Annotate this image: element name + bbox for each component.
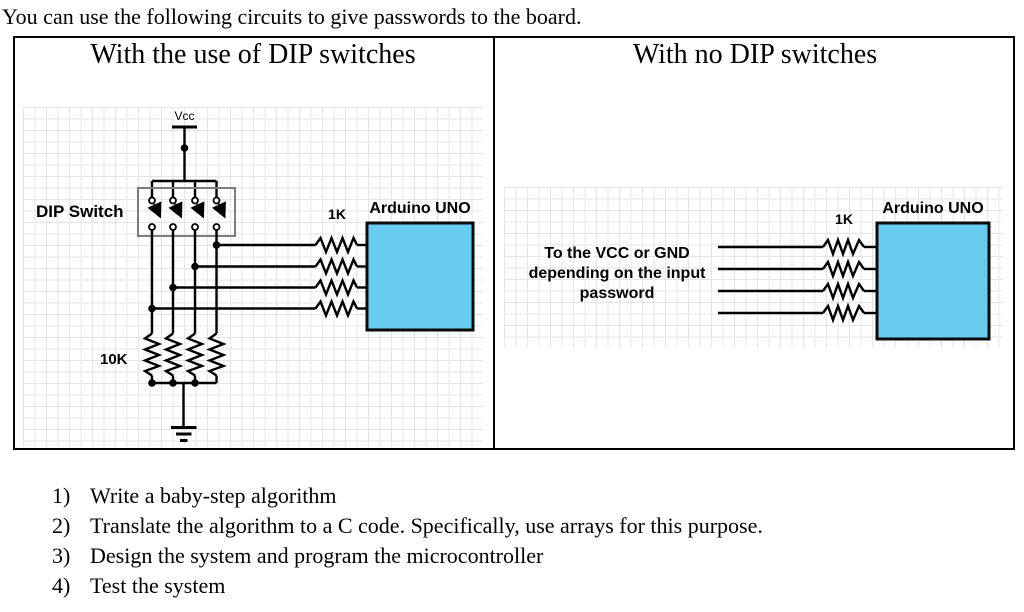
resistor — [314, 298, 359, 319]
vcc-symbol — [172, 125, 197, 181]
resistor — [822, 280, 865, 302]
arduino-box — [365, 221, 475, 332]
resistor — [141, 332, 163, 377]
comparison-table — [13, 36, 1015, 450]
arduino-label-right: Arduino UNO — [882, 200, 984, 217]
switch-output-wires — [150, 230, 218, 334]
dip-switch-label: DIP Switch — [36, 202, 124, 221]
series-resistors-right — [822, 236, 877, 324]
list-item: 2) Translate the algorithm to a C code. S… — [52, 511, 763, 541]
switch-pole — [190, 196, 205, 231]
annotation-line: depending on the input — [528, 265, 706, 282]
series-resistor-label-left: 1K — [328, 206, 346, 222]
list-item-text: Design the system and program the microc… — [90, 543, 544, 568]
resistor — [822, 258, 865, 280]
page-title: You can use the following circuits to gi… — [2, 4, 582, 29]
table-column-divider — [493, 36, 495, 450]
list-item: 4) Test the system — [52, 571, 763, 601]
annotation-line: To the VCC or GND — [544, 245, 690, 262]
list-item-text: Translate the algorithm to a C code. Spe… — [90, 513, 763, 538]
annotation-line: password — [579, 285, 655, 302]
resistor — [822, 302, 865, 324]
series-resistor-label-right: 1K — [835, 211, 853, 227]
arduino-label-left: Arduino UNO — [369, 200, 471, 217]
pulldown-resistor-label: 10K — [100, 351, 128, 368]
resistor — [162, 332, 184, 377]
junction-dots — [148, 241, 221, 313]
list-item-number: 1) — [52, 483, 71, 508]
switch-pole — [211, 196, 226, 231]
resistor — [206, 332, 227, 377]
input-wires-right — [718, 245, 823, 315]
ground-bus — [148, 379, 217, 427]
dip-switch-poles — [147, 196, 226, 231]
series-resistors-left — [314, 234, 367, 319]
resistor — [822, 236, 865, 258]
pulldown-resistors — [141, 332, 227, 383]
list-item-text: Write a baby-step algorithm — [90, 483, 337, 508]
list-item-number: 4) — [52, 573, 71, 598]
dip-switch-box — [137, 187, 236, 237]
right-panel-header: With no DIP switches — [632, 39, 878, 70]
list-item: 1) Write a baby-step algorithm — [52, 481, 763, 511]
resistor — [184, 332, 206, 377]
resistor — [314, 234, 359, 256]
signal-wires — [152, 243, 316, 310]
list-item-number: 2) — [52, 513, 71, 538]
resistor — [314, 277, 359, 298]
junction-dot — [180, 144, 189, 152]
switch-pole — [168, 196, 183, 231]
switch-pole — [147, 196, 162, 231]
list-item-number: 3) — [52, 543, 71, 568]
left-panel-header: With the use of DIP switches — [90, 39, 416, 70]
arduino-box — [875, 221, 991, 341]
input-annotation: To the VCC or GND depending on the input… — [505, 244, 729, 304]
ground-symbol — [171, 426, 197, 442]
task-list: 1) Write a baby-step algorithm 2) Translat… — [52, 481, 763, 601]
list-item-text: Test the system — [90, 573, 226, 598]
resistor — [314, 256, 359, 277]
list-item: 3) Design the system and program the micr… — [52, 541, 763, 571]
vcc-label: Vcc — [174, 109, 195, 123]
